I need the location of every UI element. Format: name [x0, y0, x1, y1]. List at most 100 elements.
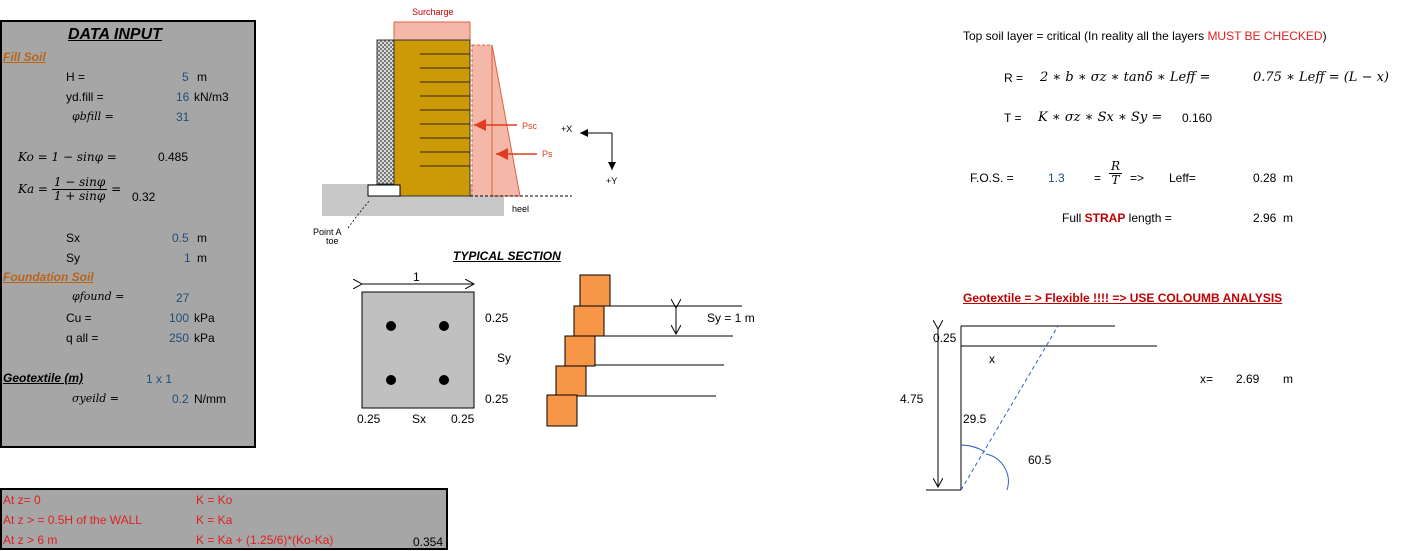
yd-fill-value[interactable]: 16: [176, 90, 190, 104]
h-label: H =: [66, 70, 86, 84]
fos-fraction: R T: [1109, 159, 1123, 187]
t-value: 0.160: [1182, 111, 1213, 125]
conditions-panel: [0, 488, 448, 550]
yd-fill-label: yd.fill =: [66, 90, 104, 104]
x-result-unit: m: [1283, 372, 1293, 386]
phi-bfill-label: φbfill =: [72, 110, 114, 123]
top-note-text: Top soil layer = critical (In reality al…: [963, 29, 1208, 43]
plus-x-label: +X: [561, 124, 573, 134]
yd-fill-unit: kN/m3: [194, 90, 229, 104]
geotextile-size[interactable]: 1 x 1: [146, 372, 173, 386]
section-bot-left: 0.25: [357, 412, 381, 426]
surcharge-label: Surcharge: [412, 7, 454, 17]
strap-point: [386, 321, 396, 331]
ka-prefix: Ka =: [18, 182, 48, 196]
leff-unit: m: [1283, 171, 1293, 185]
sx-value[interactable]: 0.5: [172, 231, 189, 245]
fos-label: F.O.S. =: [970, 171, 1014, 185]
top-note-warning: MUST BE CHECKED: [1207, 29, 1323, 43]
h-unit: m: [197, 70, 207, 84]
fos-value[interactable]: 1.3: [1048, 171, 1065, 185]
section-bot-mid: Sx: [412, 412, 427, 426]
coulomb-top-label: 0.25: [933, 331, 957, 345]
soil-pressure: [491, 44, 521, 197]
block-sy-label: Sy = 1 m: [707, 311, 755, 325]
section-width-label: 1: [413, 270, 420, 284]
sx-label: Sx: [66, 231, 81, 245]
sy-unit: m: [197, 251, 207, 265]
facing-block: [555, 365, 587, 397]
strap-keyword: STRAP: [1084, 211, 1126, 225]
top-note-end: ): [1322, 29, 1327, 43]
ko-value: 0.485: [158, 150, 189, 164]
leff-label: Leff=: [1169, 171, 1196, 185]
ps-label: Ps: [542, 149, 553, 159]
section-right-top: 0.25: [485, 311, 509, 325]
condition-row-2-k: K = Ka + (1.25/6)*(Ko-Ka): [196, 533, 334, 547]
strap-length-unit: m: [1283, 211, 1293, 225]
strap-point: [439, 375, 449, 385]
section-bot-right: 0.25: [451, 412, 475, 426]
ka-denominator: 1 + sinφ: [53, 189, 106, 203]
fos-fraction-body: R T: [1109, 159, 1123, 187]
sigma-yield-label: σyeild =: [72, 392, 120, 405]
typical-section-title: TYPICAL SECTION: [453, 249, 561, 263]
typical-section: [361, 284, 475, 409]
strap-length-value: 2.96: [1253, 211, 1277, 225]
data-input-title: DATA INPUT: [68, 26, 162, 43]
sigma-yield-value[interactable]: 0.2: [172, 392, 189, 406]
surcharge-pressure: [471, 44, 493, 197]
geotextile-section: [361, 291, 475, 409]
coulomb-diagram: [926, 325, 1157, 491]
x-result-label: x=: [1200, 372, 1214, 386]
plus-y-label: +Y: [606, 176, 618, 186]
condition-row-1-z: At z > = 0.5H of the WALL: [3, 513, 142, 527]
geotextile-label: Geotextile (m): [3, 371, 84, 385]
h-value[interactable]: 5: [182, 70, 189, 84]
facing-block: [564, 335, 596, 367]
strap-suffix: length =: [1125, 211, 1172, 225]
strap-lines: [420, 53, 470, 167]
heel-label: heel: [512, 204, 530, 214]
q-all-value[interactable]: 250: [169, 331, 190, 345]
facing-block: [573, 305, 605, 337]
fos-equals: =: [1094, 171, 1102, 185]
strap-length-label: Full STRAP length =: [1062, 211, 1172, 225]
condition-row-1-k: K = Ka: [196, 513, 233, 527]
condition-row-2-value: 0.354: [413, 535, 444, 549]
sy-label: Sy: [66, 251, 81, 265]
failure-plane: [960, 325, 1059, 491]
ko-label: Ko = 1 − sinφ =: [18, 150, 117, 164]
fos-numerator: R: [1109, 159, 1123, 174]
q-all-label: q all =: [66, 331, 99, 345]
r-formula: 2 ∗ b ∗ σz ∗ tanδ ∗ Leff =: [1040, 70, 1211, 85]
leff-value: 0.28: [1253, 171, 1277, 185]
phi-found-value[interactable]: 27: [176, 291, 190, 305]
r-label: R =: [1004, 71, 1024, 85]
cu-value[interactable]: 100: [169, 311, 190, 325]
ka-numerator: 1 − sinφ: [51, 175, 108, 190]
phi-found-label: φfound =: [72, 290, 125, 303]
wall-diagram: [322, 21, 616, 229]
top-note: Top soil layer = critical (In reality al…: [963, 29, 1327, 43]
coulomb-angle1: 29.5: [963, 412, 987, 426]
foundation-soil-label: Foundation Soil: [3, 270, 94, 284]
toe-label: toe: [326, 236, 339, 246]
x-result-value: 2.69: [1236, 372, 1260, 386]
r-right-formula: 0.75 ∗ Leff = (L − x): [1253, 70, 1390, 85]
geotextile-note: Geotextile = > Flexible !!!! => USE COLO…: [963, 291, 1283, 305]
condition-row-2-z: At z > 6 m: [3, 533, 58, 547]
section-right-mid: Sy: [497, 351, 512, 365]
coulomb-angle2: 60.5: [1028, 453, 1052, 467]
data-input-panel: [0, 20, 256, 448]
fos-denominator: T: [1111, 173, 1120, 187]
q-all-unit: kPa: [194, 331, 215, 345]
phi-bfill-value[interactable]: 31: [176, 110, 190, 124]
facing-block: [579, 274, 611, 307]
ka-value: 0.32: [132, 190, 156, 204]
condition-row-0-k: K = Ko: [196, 493, 233, 507]
section-right-bot: 0.25: [485, 392, 509, 406]
wall-footing: [367, 184, 401, 197]
sy-value[interactable]: 1: [184, 251, 191, 265]
